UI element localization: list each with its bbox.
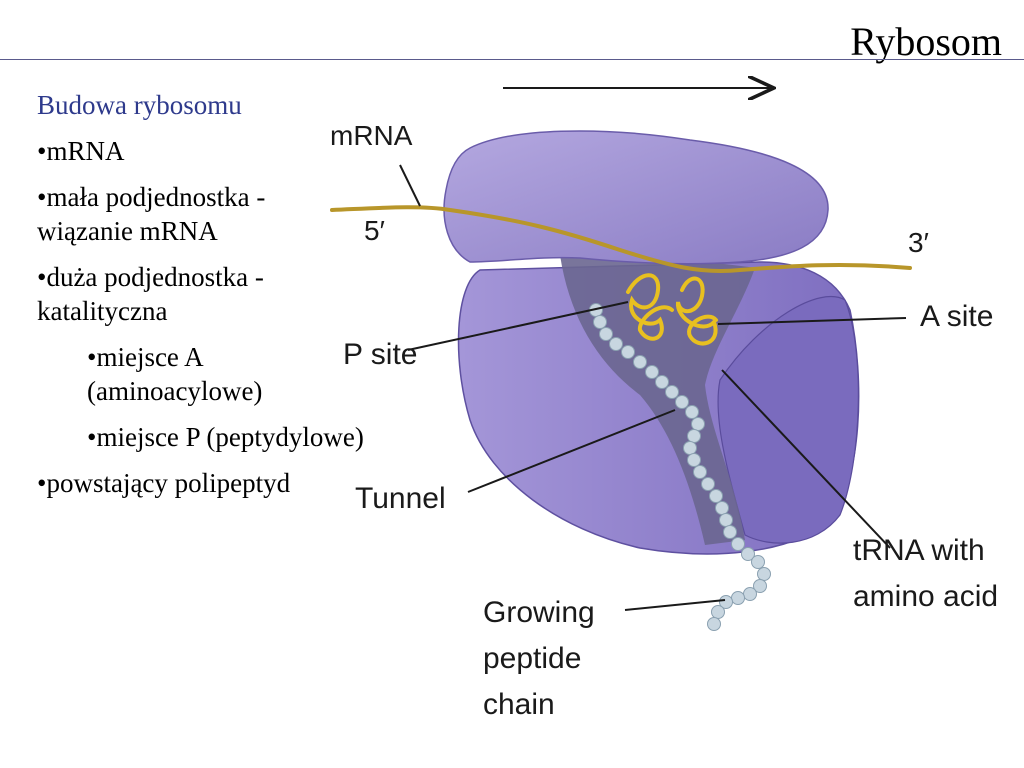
title-divider (0, 59, 1024, 60)
trna-p-site (626, 273, 674, 341)
peptide-bead (715, 501, 729, 515)
peptide-bead (683, 441, 697, 455)
peptide-bead (633, 355, 647, 369)
bullet-item: •mała podjednostka - wiązanie mRNA (37, 182, 266, 246)
peptide-bead (731, 591, 745, 605)
peptide-bead (719, 513, 733, 527)
bullet-item: •duża podjednostka - katalityczna (37, 262, 264, 326)
label-peptide-line1: Growing (483, 596, 595, 629)
bullet-list: Budowa rybosomu •mRNA •mała podjednostka… (37, 88, 367, 512)
bullet-subitem: •miejsce P (peptydylowe) (87, 422, 364, 452)
peptide-bead (645, 365, 659, 379)
slide-title: Rybosom (850, 19, 1002, 64)
peptide-bead (709, 489, 723, 503)
peptide-bead (701, 477, 715, 491)
peptide-bead (621, 345, 635, 359)
bullet-item: •mRNA (37, 136, 125, 166)
peptide-bead (751, 555, 765, 569)
peptide-bead (711, 605, 725, 619)
peptide-bead (691, 417, 705, 431)
trna-a-site (675, 276, 718, 346)
peptide-bead (609, 337, 623, 351)
peptide-bead (655, 375, 669, 389)
bullet-item: •powstający polipeptyd (37, 468, 291, 498)
label-peptide-line2: peptide (483, 642, 581, 675)
peptide-bead (753, 579, 767, 593)
small-subunit (443, 130, 829, 265)
peptide-bead (723, 525, 737, 539)
peptide-bead (731, 537, 745, 551)
label-peptide-line3: chain (483, 688, 555, 721)
peptide-bead (707, 617, 721, 631)
peptide-bead (757, 567, 771, 581)
peptide-bead (693, 465, 707, 479)
label-a-site: A site (920, 300, 993, 333)
peptide-bead (593, 315, 607, 329)
peptide-bead (743, 587, 757, 601)
leader-lines (399, 164, 907, 611)
label-five-prime: 5′ (364, 215, 385, 246)
peptide-chain (589, 303, 771, 631)
peptide-bead (685, 405, 699, 419)
label-trna-line1: tRNA with (853, 534, 985, 567)
peptide-bead (665, 385, 679, 399)
label-p-site: P site (343, 338, 418, 371)
peptide-bead (687, 453, 701, 467)
label-mrna: mRNA (330, 120, 413, 151)
peptide-bead (687, 429, 701, 443)
label-three-prime: 3′ (908, 227, 929, 258)
peptide-bead (719, 595, 733, 609)
peptide-bead (741, 547, 755, 561)
mrna-strand (330, 205, 912, 274)
peptide-bead (599, 327, 613, 341)
bullet-heading: Budowa rybosomu (37, 90, 242, 120)
peptide-bead (675, 395, 689, 409)
label-trna-line2: amino acid (853, 580, 998, 613)
bullet-subitem: •miejsce A (aminoacylowe) (87, 342, 263, 406)
label-tunnel: Tunnel (355, 482, 446, 515)
